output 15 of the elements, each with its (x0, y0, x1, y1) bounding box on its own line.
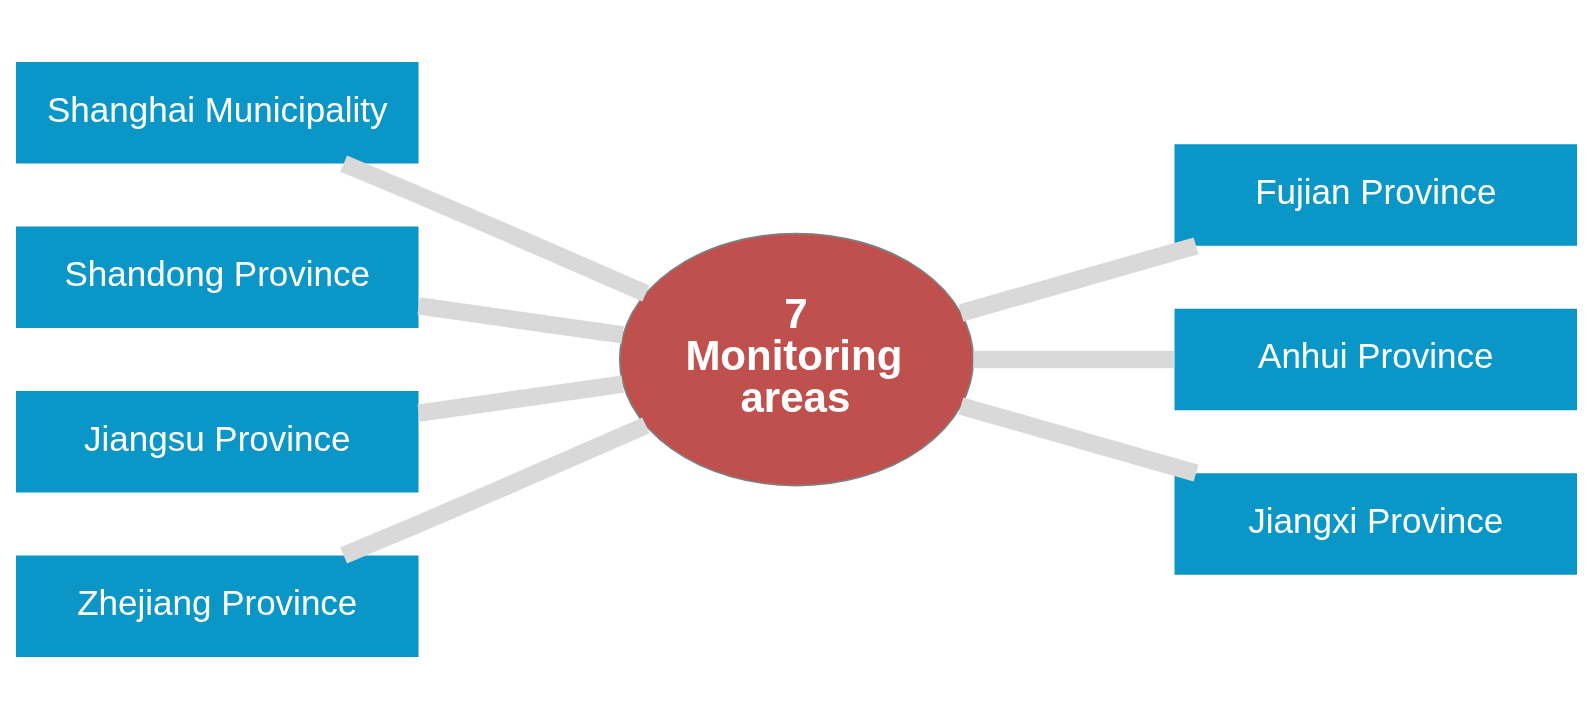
node-ellipse: 7 Monitoring areas (618, 232, 975, 486)
node-box: Shandong Province (16, 226, 419, 328)
node-box: Fujian Province (1174, 143, 1577, 246)
node-box: Jiangxi Province (1174, 472, 1577, 575)
connector (958, 236, 1199, 321)
node-box: Jiangsu Province (16, 390, 419, 492)
connector (417, 374, 624, 422)
node-box: Shanghai Municipality (16, 61, 419, 163)
connector (417, 296, 624, 344)
connector (958, 397, 1199, 482)
node-box: Anhui Province (1174, 308, 1577, 410)
connector (340, 155, 650, 302)
connector (340, 416, 650, 563)
connector (973, 350, 1175, 368)
node-box: Zhejiang Province (16, 555, 419, 657)
